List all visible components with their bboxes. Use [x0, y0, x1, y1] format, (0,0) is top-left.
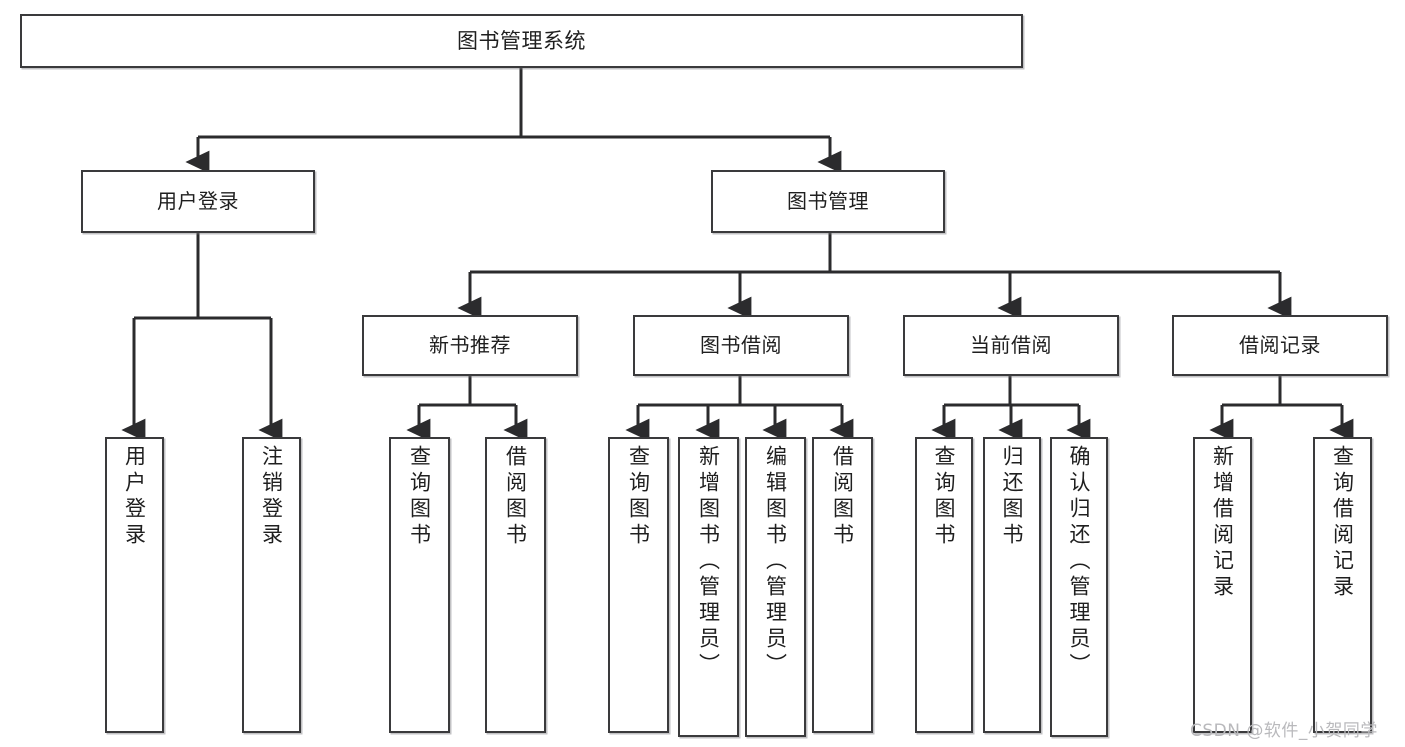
node-book-borrow[interactable]: 图书借阅 — [633, 315, 849, 376]
leaf-logout-label: 注销登录 — [259, 445, 284, 549]
leaf-user-login[interactable]: 用户登录 — [105, 437, 164, 733]
leaf-query-book-borrow[interactable]: 查询图书 — [608, 437, 669, 733]
leaf-borrow-book-label: 借阅图书 — [830, 445, 855, 549]
node-book-management[interactable]: 图书管理 — [711, 170, 945, 233]
leaf-borrow-book-recommend[interactable]: 借阅图书 — [485, 437, 546, 733]
node-current-borrow-label: 当前借阅 — [970, 332, 1052, 357]
leaf-borrow-book-recommend-label: 借阅图书 — [503, 445, 528, 549]
node-book-management-label: 图书管理 — [787, 188, 869, 213]
leaf-query-book-recommend[interactable]: 查询图书 — [389, 437, 450, 733]
leaf-return-book[interactable]: 归还图书 — [983, 437, 1041, 733]
node-root-system-label: 图书管理系统 — [457, 28, 586, 53]
node-borrow-record[interactable]: 借阅记录 — [1172, 315, 1388, 376]
leaf-confirm-return-admin-label: 确认归还（管理员） — [1067, 445, 1092, 679]
node-borrow-record-label: 借阅记录 — [1239, 332, 1321, 357]
leaf-return-book-label: 归还图书 — [1000, 445, 1025, 549]
leaf-query-borrow-record[interactable]: 查询借阅记录 — [1313, 437, 1372, 733]
leaf-logout[interactable]: 注销登录 — [242, 437, 301, 733]
leaf-edit-book-admin-label: 编辑图书（管理员） — [763, 445, 788, 679]
leaf-query-borrow-record-label: 查询借阅记录 — [1330, 445, 1355, 601]
leaf-add-borrow-record-label: 新增借阅记录 — [1210, 445, 1235, 601]
node-user-login-label: 用户登录 — [157, 188, 239, 213]
csdn-watermark: CSDN @软件_小贺同学 — [1190, 721, 1378, 741]
leaf-edit-book-admin[interactable]: 编辑图书（管理员） — [745, 437, 806, 737]
leaf-query-book-recommend-label: 查询图书 — [407, 445, 432, 549]
node-current-borrow[interactable]: 当前借阅 — [903, 315, 1119, 376]
node-new-book-recommend[interactable]: 新书推荐 — [362, 315, 578, 376]
node-new-book-recommend-label: 新书推荐 — [429, 332, 511, 357]
leaf-confirm-return-admin[interactable]: 确认归还（管理员） — [1050, 437, 1108, 737]
leaf-query-book-current-label: 查询图书 — [932, 445, 957, 549]
node-book-borrow-label: 图书借阅 — [700, 332, 782, 357]
leaf-user-login-label: 用户登录 — [122, 445, 147, 549]
leaf-borrow-book[interactable]: 借阅图书 — [812, 437, 873, 733]
leaf-add-book-admin[interactable]: 新增图书（管理员） — [678, 437, 739, 737]
node-root-system[interactable]: 图书管理系统 — [20, 14, 1023, 68]
leaf-add-book-admin-label: 新增图书（管理员） — [696, 445, 721, 679]
leaf-add-borrow-record[interactable]: 新增借阅记录 — [1193, 437, 1252, 733]
node-user-login[interactable]: 用户登录 — [81, 170, 315, 233]
leaf-query-book-borrow-label: 查询图书 — [626, 445, 651, 549]
leaf-query-book-current[interactable]: 查询图书 — [915, 437, 973, 733]
